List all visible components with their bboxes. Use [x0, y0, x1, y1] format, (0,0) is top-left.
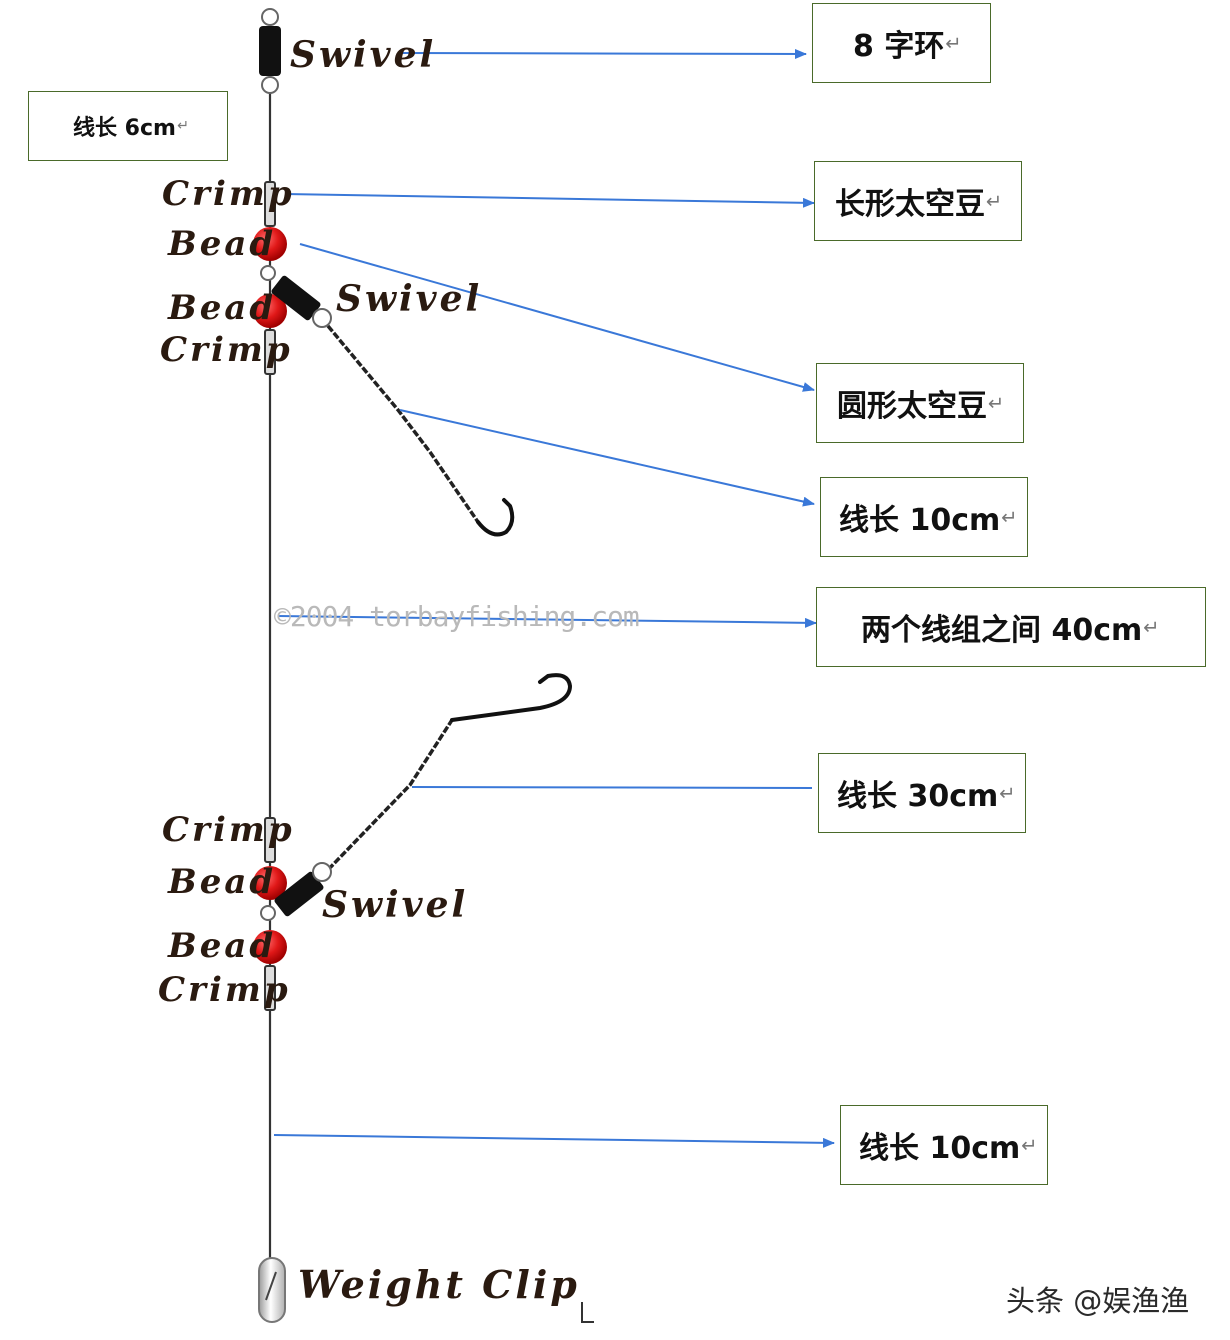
box-line-10cm-b: 线长 10cm↵: [840, 1105, 1048, 1185]
crimp-tube-3: [264, 817, 276, 863]
arrow-long-bead: [284, 193, 815, 208]
brand-watermark: 头条 @娱渔渔: [1006, 1284, 1190, 1318]
return-mark: ↵: [999, 781, 1016, 805]
top-swivel: [259, 8, 281, 94]
lower-hook: [450, 673, 573, 722]
label-weight-clip: Weight Clip: [298, 1262, 580, 1307]
label-bead-2: Bead: [168, 288, 277, 328]
return-mark: ↵: [986, 189, 1003, 213]
bead-3: [253, 866, 287, 900]
label-bead-3: Bead: [168, 862, 277, 902]
return-mark: ↵: [1021, 1133, 1038, 1157]
box-figure8-ring: 8 字环↵: [812, 3, 991, 83]
lower-snood: [320, 719, 454, 878]
bead-1: [253, 227, 287, 261]
box-long-bead-text: 长形太空豆: [835, 187, 985, 222]
label-swivel-mid: Swivel: [336, 278, 483, 320]
box-line-30cm: 线长 30cm↵: [818, 753, 1026, 833]
return-mark: ↵: [945, 31, 962, 55]
box-round-bead: 圆形太空豆↵: [816, 363, 1024, 443]
crimp-tube-2: [264, 329, 276, 375]
arrow-between-rigs: [277, 615, 817, 628]
box-round-bead-text: 圆形太空豆: [837, 389, 987, 424]
crimp-tube-1: [264, 181, 276, 227]
box-line-10cm-a-text: 线长 10cm: [839, 503, 1001, 538]
box-line-10cm-b-text: 线长 10cm: [859, 1131, 1021, 1166]
box-line-6cm-text: 线长 6cm: [73, 116, 176, 141]
box-line-10cm-a: 线长 10cm↵: [820, 477, 1028, 557]
return-mark: ↵: [988, 391, 1005, 415]
box-between-rigs: 两个线组之间 40cm↵: [816, 587, 1206, 667]
box-line-30cm-text: 线长 30cm: [837, 779, 999, 814]
arrow-line-30cm: [411, 786, 813, 789]
bead-2: [253, 294, 287, 328]
arrow-figure8: [401, 48, 807, 59]
arrow-round-bead: [299, 243, 815, 392]
label-crimp-1: Crimp: [162, 174, 295, 214]
box-between-rigs-text: 两个线组之间 40cm: [861, 613, 1143, 648]
watermark: ©2004 torbayfishing.com: [274, 600, 640, 633]
upper-snood: [326, 324, 480, 523]
bead-4: [253, 930, 287, 964]
arrow-line-10cm-b: [273, 1134, 835, 1148]
label-bead-1: Bead: [168, 224, 277, 264]
box-line-6cm: 线长 6cm↵: [28, 91, 228, 161]
arrow-line-10cm-a: [399, 409, 815, 507]
label-swivel-low: Swivel: [322, 884, 469, 926]
box-long-bead: 长形太空豆↵: [814, 161, 1022, 241]
mid-swivel: [260, 265, 332, 328]
label-bead-4: Bead: [168, 926, 277, 966]
upper-hook: [476, 498, 515, 537]
box-figure8-ring-text: 8 字环: [853, 29, 945, 64]
label-crimp-4: Crimp: [158, 970, 291, 1010]
return-mark: ↵: [176, 118, 189, 134]
label-swivel-top: Swivel: [290, 34, 437, 76]
label-crimp-3: Crimp: [162, 810, 295, 850]
cursor-mark-icon: [581, 1302, 594, 1323]
return-mark: ↵: [1001, 505, 1018, 529]
low-swivel: [260, 862, 332, 921]
crimp-tube-4: [264, 965, 276, 1011]
return-mark: ↵: [1143, 615, 1160, 639]
weight-clip: [258, 1257, 286, 1323]
label-crimp-2: Crimp: [160, 330, 293, 370]
